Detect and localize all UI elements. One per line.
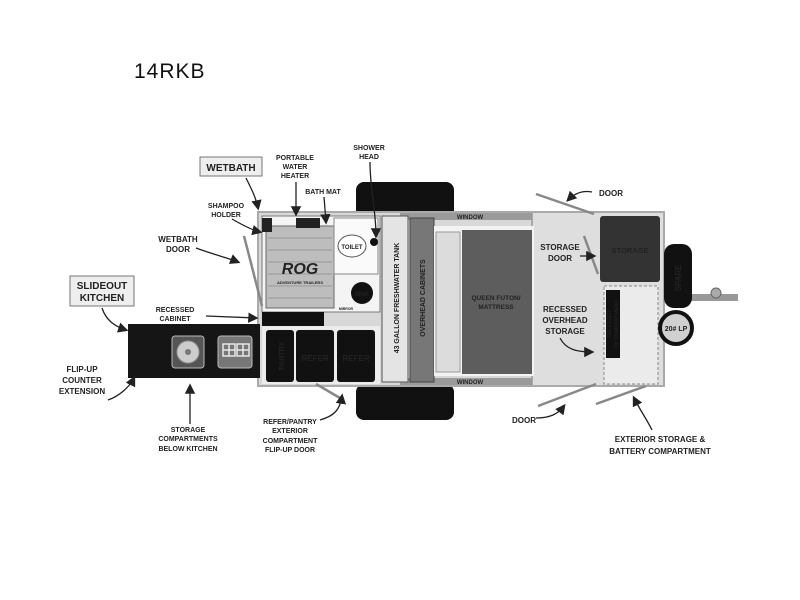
- bath-mat-label: BATH MAT: [305, 189, 341, 196]
- below-kitchen-label-3: BELOW KITCHEN: [158, 446, 217, 453]
- water-heater-label-2: WATER: [283, 164, 308, 171]
- futon-back: [435, 231, 461, 373]
- slideout-callout-2: KITCHEN: [80, 293, 124, 304]
- queen-futon: [462, 230, 532, 374]
- spare-tire: [664, 244, 692, 308]
- refer-2: [337, 330, 375, 382]
- refer-door-label-1: REFER/PANTRY: [263, 419, 317, 426]
- toilet-label: TOILET: [341, 245, 363, 251]
- storage-cabinet: [600, 216, 660, 282]
- storage-door-label-1: STORAGE: [540, 243, 580, 252]
- flipup-label-1: FLIP-UP: [66, 365, 98, 374]
- shower-head-label-2: HEAD: [359, 154, 379, 161]
- mirror-label: MIRROR: [339, 307, 354, 311]
- shampoo-holder-box: [262, 218, 272, 232]
- refer-door-label-4: FLIP-UP DOOR: [265, 447, 315, 454]
- floorplan-title: 14RKB: [134, 60, 206, 83]
- rog-subtitle: ADVENTURE TRAILERS: [277, 280, 323, 285]
- recessed-overhead-label-2: OVERHEAD: [542, 316, 588, 325]
- recessed-overhead-label-1: RECESSED: [543, 305, 587, 314]
- lp-label: 20# LP: [665, 326, 688, 333]
- arrow-recessed-overhead: [559, 337, 595, 358]
- freshwater-tank: [381, 215, 409, 383]
- shower-head: [370, 238, 378, 246]
- refer-2-label: REFER: [342, 354, 369, 363]
- arrow-shampoo: [231, 218, 263, 236]
- slideout-callout-1: SLIDEOUT: [77, 281, 128, 292]
- shampoo-label-1: SHAMPOO: [208, 203, 245, 210]
- pantry: [266, 330, 294, 382]
- storage-door-label-2: DOOR: [548, 254, 572, 263]
- water-heater-box: [296, 218, 320, 228]
- recessed-tv-label-1: RECESSED: [607, 310, 613, 338]
- toilet: [337, 234, 367, 258]
- flipup-label-3: EXTENSION: [59, 387, 105, 396]
- arrow-door-bottom: [535, 403, 566, 419]
- sink: [351, 282, 373, 304]
- arrow-flipup: [107, 375, 136, 401]
- window-top-label: WINDOW: [457, 215, 484, 221]
- tv-compartment-box: [606, 290, 620, 358]
- wheel-bottom: [356, 384, 454, 420]
- arrow-bath-mat: [320, 196, 331, 225]
- wetbath-door-label-1: WETBATH: [158, 235, 198, 244]
- slideout-kitchen-callout: [69, 275, 135, 307]
- refer-1-label: REFER: [301, 354, 328, 363]
- arrow-shower-head: [369, 161, 382, 239]
- below-kitchen-label-1: STORAGE: [171, 427, 206, 434]
- lp-tank: [658, 310, 694, 346]
- recessed-tv-label-2: TV COMPARTMENT: [614, 301, 620, 348]
- freshwater-tank-label: 43 GALLON FRESHWATER TANK: [394, 243, 401, 354]
- shampoo-label-2: HOLDER: [211, 212, 241, 219]
- wetbath-callout: [199, 156, 263, 177]
- arrow-slideout: [101, 307, 129, 333]
- arrow-door-top: [566, 190, 593, 202]
- arrow-wetbath-door: [195, 247, 241, 264]
- wheel-top: [356, 182, 454, 218]
- water-heater-label-1: PORTABLE: [276, 155, 314, 162]
- sink-label: SINK: [355, 292, 370, 298]
- wetbath-callout-label: WETBATH: [206, 163, 255, 174]
- below-kitchen-label-2: COMPARTMENTS: [158, 436, 218, 443]
- window-top: [400, 213, 532, 220]
- refer-door-label-2: EXTERIOR: [272, 428, 308, 435]
- spare-label: SPARE: [674, 264, 683, 292]
- pantry-label: PANTRY: [279, 342, 286, 370]
- window-bottom: [400, 378, 532, 385]
- arrow-wetbath: [245, 177, 262, 211]
- arrow-recessed-cabinet: [205, 312, 259, 323]
- arrow-exterior-storage: [632, 395, 653, 431]
- rog-logo: ROG: [282, 261, 318, 278]
- recessed-cabinet-label-2: CABINET: [159, 316, 191, 323]
- shower-pan: [265, 225, 335, 309]
- refer-door-label-3: COMPARTMENT: [263, 438, 318, 445]
- shower-head-label-1: SHOWER: [353, 145, 385, 152]
- queen-futon-label-2: MATTRESS: [478, 304, 514, 311]
- flipup-label-2: COUNTER: [62, 376, 102, 385]
- door-top-label: DOOR: [599, 189, 623, 198]
- recessed-overhead-label-3: STORAGE: [545, 327, 585, 336]
- exterior-storage-label-1: EXTERIOR STORAGE &: [615, 435, 706, 444]
- sink-drain: [185, 349, 191, 355]
- wetbath-door-label-2: DOOR: [166, 245, 190, 254]
- recessed-cabinet-label-1: RECESSED: [156, 307, 195, 314]
- refer-1: [296, 330, 334, 382]
- hitch-coupler: [710, 287, 722, 299]
- window-bottom-label: WINDOW: [457, 380, 484, 386]
- overhead-cabinets-label: OVERHEAD CABINETS: [420, 259, 427, 337]
- queen-futon-label-1: QUEEN FUTON/: [472, 295, 521, 302]
- door-bottom-label: DOOR: [512, 416, 536, 425]
- exterior-storage-label-2: BATTERY COMPARTMENT: [609, 447, 711, 456]
- storage-label: STORAGE: [612, 246, 649, 255]
- arrow-refer-door: [319, 393, 347, 421]
- recessed-cabinet: [262, 312, 324, 326]
- water-heater-label-3: HEATER: [281, 173, 309, 180]
